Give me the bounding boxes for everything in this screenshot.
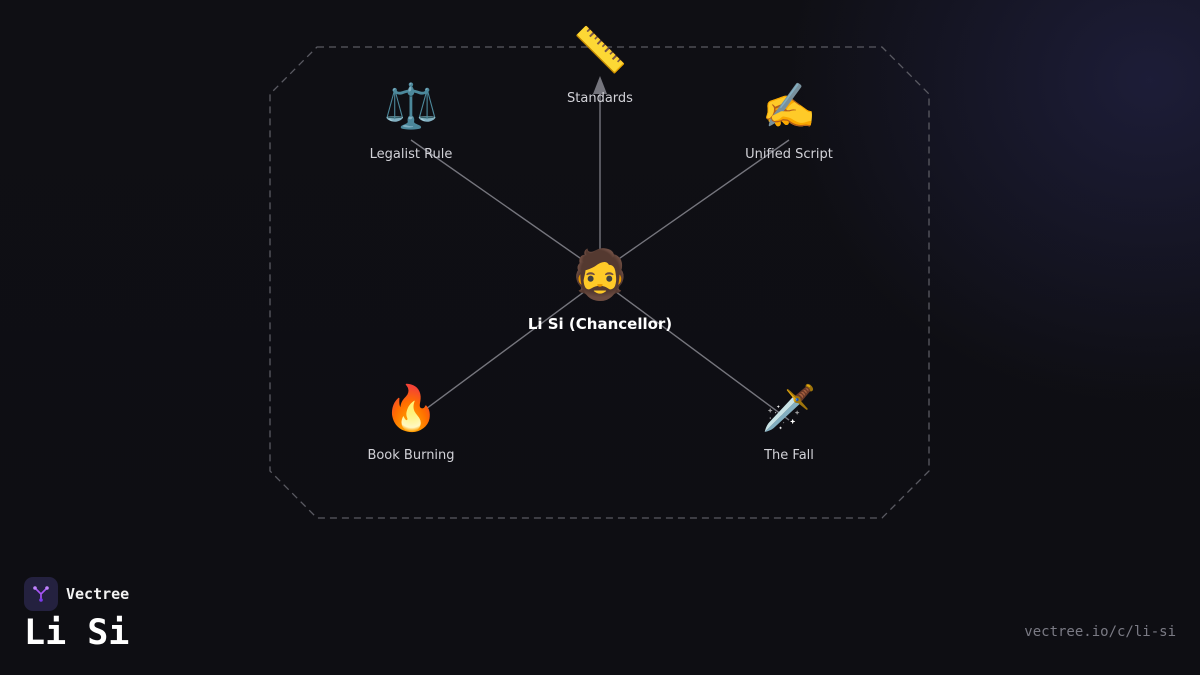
fire-icon: 🔥 — [383, 383, 439, 434]
boundary-octagon — [269, 46, 930, 519]
center-node-label: Li Si (Chancellor) — [527, 315, 673, 333]
brand-name: Vectree — [66, 585, 130, 603]
node-label-standards: Standards — [567, 91, 633, 106]
node-label-legalist-rule: Legalist Rule — [369, 147, 453, 162]
scales-icon: ⚖️ — [383, 81, 439, 132]
node-label-book-burning: Book Burning — [367, 448, 455, 463]
ruler-icon: 📏 — [572, 25, 628, 76]
node-label-unified-script: Unified Script — [745, 147, 833, 162]
page-url[interactable]: vectree.io/c/li-si — [1024, 624, 1176, 640]
brand[interactable]: Vectree — [24, 577, 129, 611]
bearded-person-icon: 🧔 — [570, 247, 630, 303]
edge-unified-script — [599, 139, 790, 273]
edge-book-burning — [410, 279, 601, 421]
arrowhead-standards — [593, 76, 607, 94]
dagger-icon: 🗡️ — [761, 383, 817, 434]
page-title: Li Si — [24, 613, 130, 653]
edge-the-fall — [599, 279, 790, 421]
writing-hand-icon: ✍️ — [761, 81, 817, 132]
edge-legalist-rule — [410, 139, 601, 273]
node-label-the-fall: The Fall — [764, 448, 814, 463]
branching-tree-icon — [24, 577, 58, 611]
